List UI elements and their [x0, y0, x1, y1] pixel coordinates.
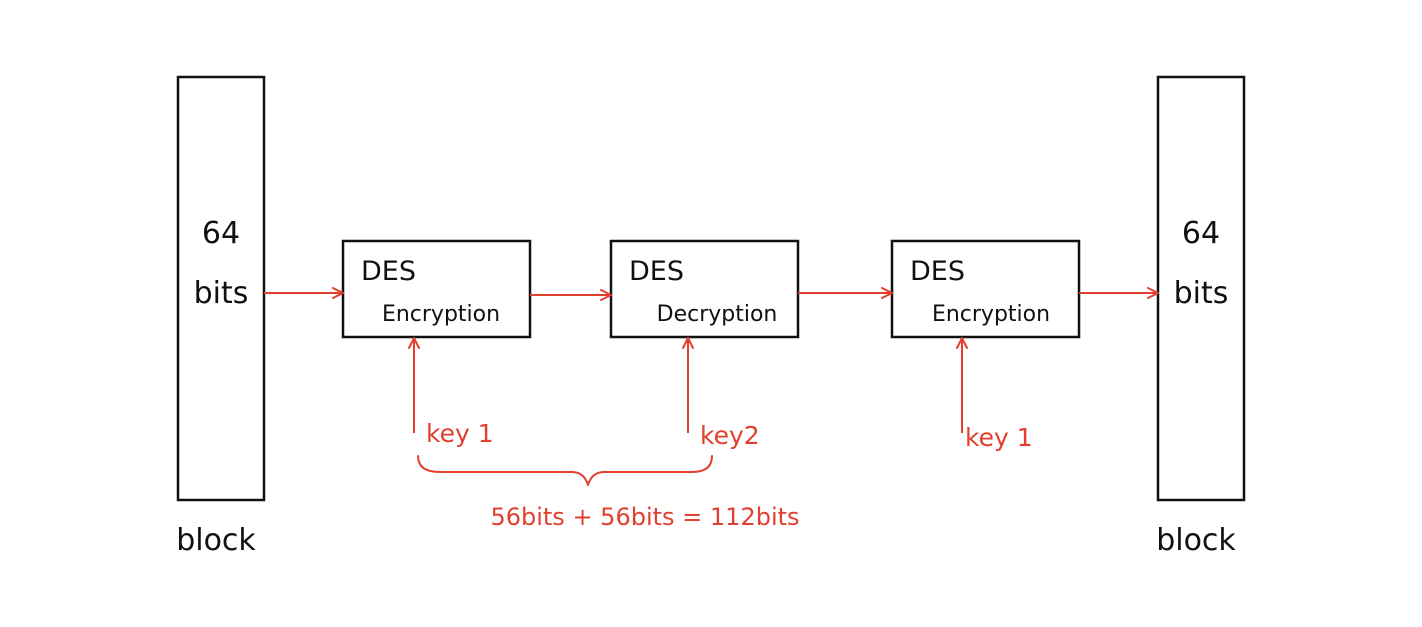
key-label-stage-1: key 1	[426, 419, 494, 448]
key-brace	[417, 455, 713, 486]
stage-3-operation: Encryption	[932, 302, 1050, 327]
input-block-unit: bits	[194, 276, 249, 311]
stage-1-operation: Encryption	[382, 302, 500, 327]
input-block-rect	[176, 75, 266, 502]
key-label-stage-2: key2	[700, 421, 760, 450]
stage-3-title: DES	[910, 256, 965, 287]
stage-2-operation: Decryption	[657, 302, 778, 327]
output-block: 64 bits block	[1156, 75, 1246, 558]
input-block-size: 64	[202, 216, 240, 251]
key-label-stage-3: key 1	[965, 423, 1033, 452]
stage-des-encryption-2: DES Encryption	[890, 239, 1081, 339]
stage-1-title: DES	[361, 256, 416, 287]
key-arrows	[408, 337, 968, 433]
stage-des-decryption: DES Decryption	[609, 239, 800, 339]
output-block-unit: bits	[1174, 276, 1229, 311]
data-flow-arrows	[264, 287, 1159, 301]
output-block-caption: block	[1156, 523, 1236, 558]
stage-2-title: DES	[629, 256, 684, 287]
key-size-sum: 56bits + 56bits = 112bits	[490, 503, 799, 531]
input-block: 64 bits block	[176, 75, 266, 558]
stage-des-encryption-1: DES Encryption	[341, 239, 532, 339]
input-block-caption: block	[176, 523, 256, 558]
output-block-size: 64	[1182, 216, 1220, 251]
